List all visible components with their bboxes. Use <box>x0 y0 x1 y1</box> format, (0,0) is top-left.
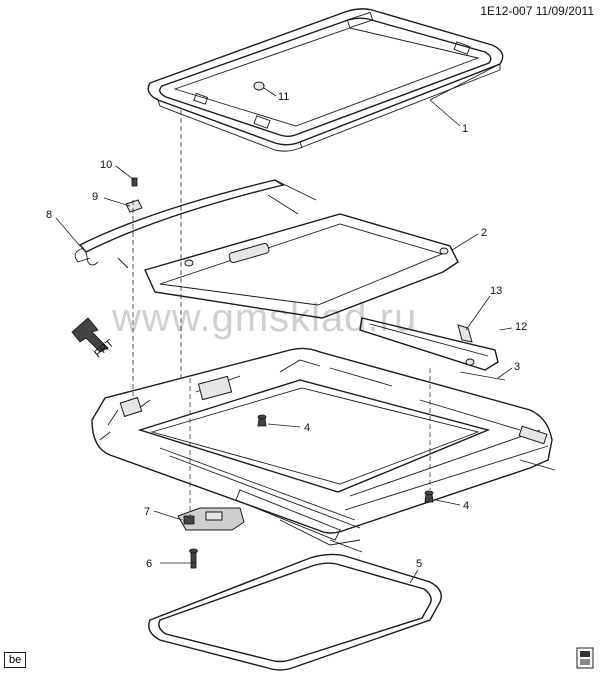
callout-6: 6 <box>146 558 152 570</box>
diagram-reference: 1E12-007 11/09/2011 <box>480 4 594 18</box>
callout-13: 13 <box>490 285 502 297</box>
part-7-drive-motor <box>177 507 245 531</box>
callout-11: 11 <box>278 91 289 103</box>
callout-12: 12 <box>515 321 527 333</box>
callout-2: 2 <box>481 227 487 239</box>
corner-label: be <box>4 652 27 668</box>
callout-7: 7 <box>144 506 150 518</box>
part-13-clip <box>457 324 473 343</box>
part-4-screw-b <box>424 490 434 503</box>
callout-8: 8 <box>46 209 52 221</box>
part-5-weatherstrip <box>148 553 442 671</box>
callout-3: 3 <box>514 361 520 373</box>
callout-4b: 4 <box>463 500 469 512</box>
callout-5: 5 <box>416 558 422 570</box>
part-2-sunshade <box>144 213 459 319</box>
callout-9: 9 <box>92 191 98 203</box>
part-12-rear-bracket <box>359 317 499 371</box>
part-9-clip <box>125 199 143 213</box>
part-4-screw-a <box>257 414 267 427</box>
front-direction-indicator: FRT <box>71 317 116 360</box>
part-10-screw <box>131 177 138 187</box>
callout-4a: 4 <box>304 422 310 434</box>
callout-10: 10 <box>100 159 112 171</box>
callout-1: 1 <box>462 123 468 135</box>
part-1-glass-frame <box>147 8 504 152</box>
part-6-bolt <box>189 548 198 569</box>
logo-stamp <box>576 647 594 669</box>
leader-lines <box>55 63 513 584</box>
part-11-clip <box>253 81 265 91</box>
part-3-housing-frame <box>91 347 556 553</box>
part-8-wind-deflector <box>74 179 317 269</box>
